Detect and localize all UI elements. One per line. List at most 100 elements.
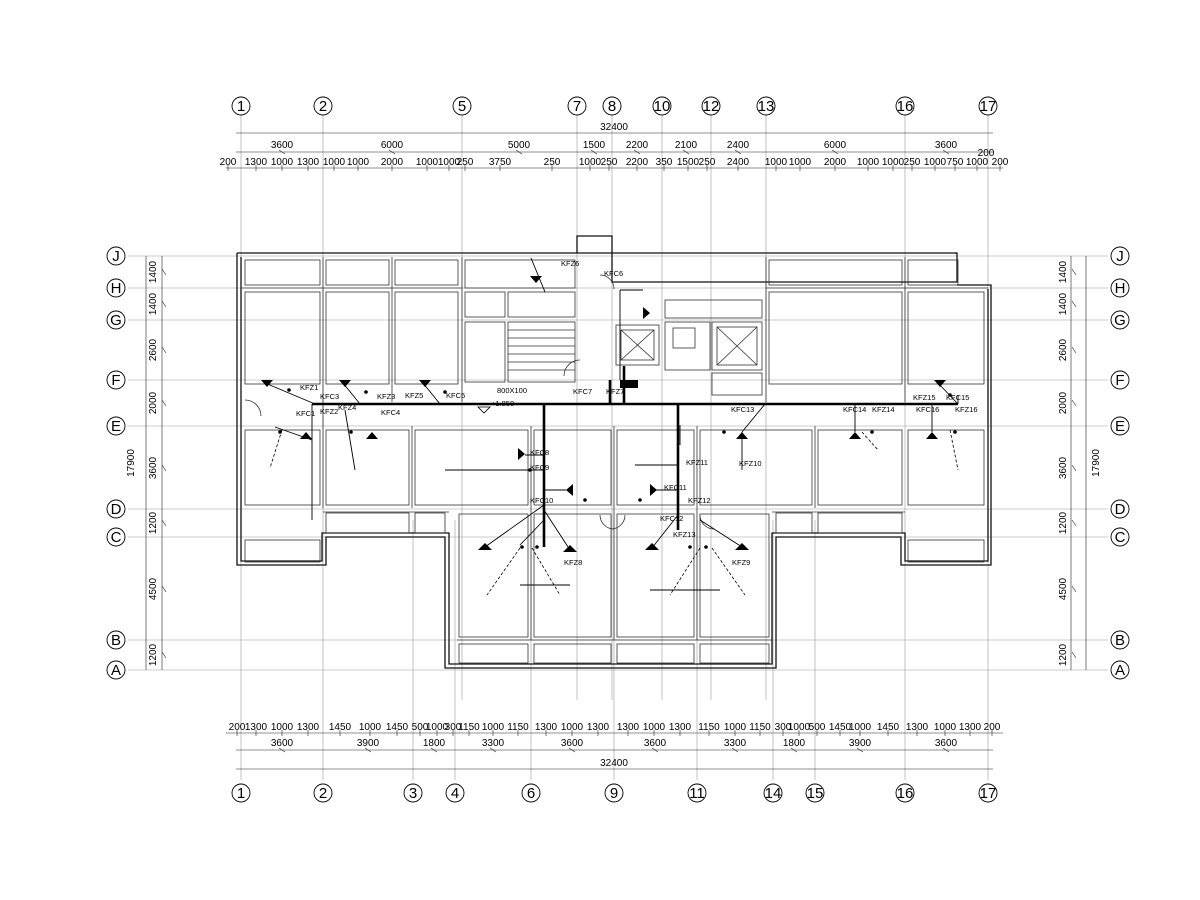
axis-bubble: J (106, 246, 126, 266)
sensor-dot-icon (948, 393, 952, 397)
equipment-tag: KFC9 (530, 463, 549, 472)
dimension-value: 1400 (148, 260, 159, 283)
axis-label: D (1115, 501, 1126, 518)
axis-bubble: H (1110, 278, 1130, 298)
sensor-dot-icon (364, 390, 368, 394)
axis-bubble: F (1110, 370, 1130, 390)
axis-bubble: 15 (805, 783, 825, 803)
dimension-value: 2400 (727, 157, 750, 168)
axis-bubble: 17 (978, 96, 998, 116)
axis-bubble: G (1110, 310, 1130, 330)
axis-bubble: A (106, 660, 126, 680)
dimension-value: 1300 (535, 722, 558, 733)
main-duct-size-label: 800X100 (497, 386, 527, 395)
dimension-value: 1800 (783, 738, 806, 749)
axis-label: 2 (319, 785, 327, 802)
axis-label: E (111, 418, 121, 435)
axis-label: H (111, 280, 122, 297)
dimension-value: 1000 (347, 157, 370, 168)
sensor-dot-icon (704, 545, 708, 549)
dimension-value: 1450 (877, 722, 900, 733)
axis-label: F (111, 372, 120, 389)
dimension-value: 250 (699, 157, 716, 168)
axis-label: 17 (980, 98, 997, 115)
dimension-value: 1150 (458, 722, 480, 733)
axis-label: 11 (689, 785, 705, 802)
axis-label: 15 (807, 785, 824, 802)
axis-bubble: 1 (231, 783, 251, 803)
equipment-tag: KFZ9 (732, 558, 750, 567)
axis-bubble: E (106, 416, 126, 436)
dimension-value: 250 (457, 157, 474, 168)
diffuser-icon (645, 543, 659, 550)
dimension-value: 1300 (906, 722, 929, 733)
equipment-tag: KFC11 (664, 483, 687, 492)
axis-label: A (111, 662, 121, 679)
diffuser-icon (735, 543, 749, 550)
axis-label: 2 (319, 98, 327, 115)
dimension-value: 250 (904, 157, 921, 168)
sensor-dot-icon (349, 430, 353, 434)
axis-bubble: 2 (313, 96, 333, 116)
axis-bubble: 16 (895, 783, 915, 803)
axis-bubble: 12 (701, 96, 721, 116)
diffuser-icon (300, 432, 312, 439)
dimension-value: 1000 (882, 157, 905, 168)
dimension-value: 200 (992, 157, 1009, 168)
dimension-value: 1300 (245, 157, 268, 168)
dimension-value: 1000 (359, 722, 382, 733)
dimension-value: 2000 (824, 157, 847, 168)
dimension-value: 2100 (675, 140, 698, 151)
axis-label: 5 (458, 98, 466, 115)
dimension-value: 1300 (959, 722, 982, 733)
dimension-value: 1450 (329, 722, 352, 733)
branch-ducts (264, 257, 959, 596)
dimension-value: 1200 (1058, 643, 1069, 666)
dimension-value: 1150 (698, 722, 720, 733)
dimension-value: 1150 (749, 722, 771, 733)
dimension-value: 4500 (148, 577, 159, 600)
diffuser-icon (419, 380, 431, 387)
equipment-tag: KFZ4 (338, 403, 356, 412)
dimension-value: 1000 (765, 157, 788, 168)
diffuser-icon (849, 432, 861, 439)
axis-bubble: B (1110, 630, 1130, 650)
sensor-dot-icon (278, 430, 282, 434)
dimension-value: 1000 (966, 157, 989, 168)
dimension-value: 3600 (644, 738, 667, 749)
dimension-value: 1000 (579, 157, 602, 168)
axis-bubble: 10 (652, 96, 672, 116)
diffuser-icon (566, 484, 573, 496)
axis-label: 10 (654, 98, 671, 115)
dimension-value: 3600 (271, 140, 294, 151)
axis-bubble: H (106, 278, 126, 298)
dimension-value: 3300 (724, 738, 747, 749)
dimension-value: 4500 (1058, 577, 1069, 600)
dimension-value: 1300 (617, 722, 640, 733)
dimension-value: 2000 (1058, 391, 1069, 414)
equipment-tag: KFC14 (843, 405, 866, 414)
left-total-dim: 17900 (126, 449, 137, 477)
axis-bubble: D (1110, 499, 1130, 519)
axis-label: 1 (237, 98, 245, 115)
diffuser-icon (518, 448, 525, 460)
axis-label: 16 (897, 98, 914, 115)
dimension-value: 1000 (857, 157, 880, 168)
axis-bubble: C (1110, 527, 1130, 547)
axis-bubble: B (106, 630, 126, 650)
dimension-value: 6000 (381, 140, 404, 151)
dimension-value: 1300 (669, 722, 692, 733)
axis-label: A (1115, 662, 1125, 679)
equipment-tag: KFZ15 (913, 393, 936, 402)
dimension-value: 1300 (245, 722, 268, 733)
grid-lines (128, 115, 1108, 780)
dimension-value: 1450 (829, 722, 852, 733)
axis-bubble: C (106, 527, 126, 547)
diffuser-icon (366, 432, 378, 439)
